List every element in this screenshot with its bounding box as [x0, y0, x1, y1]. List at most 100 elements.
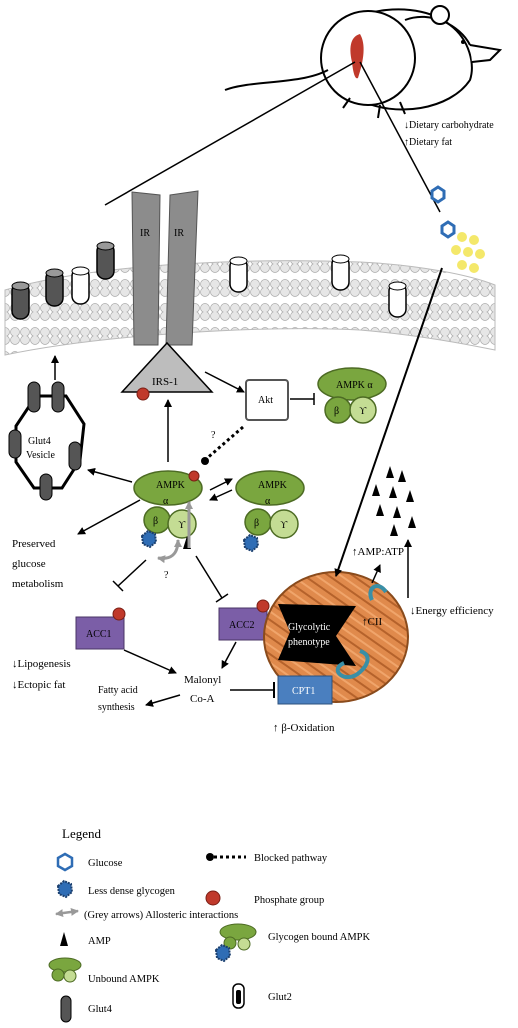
glut4-transporter	[45, 268, 64, 307]
blocked-pathway-icon	[206, 853, 214, 861]
phosphate-icon	[136, 387, 150, 401]
akt-label: Akt	[258, 395, 273, 406]
double-arrow-ampk	[209, 489, 233, 501]
irs1-label: IRS-1	[152, 376, 178, 388]
phosphate-icon	[188, 470, 200, 482]
glut4-icon	[60, 995, 72, 1023]
dietary-carbohydrate-label: ↓Dietary carbohydrate	[404, 120, 494, 131]
glucose-cluster	[451, 232, 485, 273]
arrow-mito-ampatp	[371, 564, 381, 584]
acc2: ACC2	[218, 599, 270, 641]
fatty-acid-line1: Fatty acid	[98, 685, 138, 696]
glut2-transporter	[71, 266, 90, 305]
blocked-pathway	[204, 425, 244, 462]
question-mark: ?	[211, 430, 216, 441]
allosteric-arrow	[157, 539, 182, 564]
legend-glycogen-bound: Glycogen bound AMPK	[268, 932, 371, 943]
arrow-glucose-mito	[334, 267, 443, 577]
ampk-center-gamma: ϒ	[178, 520, 186, 531]
amp-icon	[60, 932, 68, 946]
arrow-ampk-preserved	[77, 499, 141, 535]
lipogenesis-label: ↓Lipogenesis	[12, 658, 71, 670]
legend-glut2: Glut2	[268, 992, 292, 1003]
zoom-line-left	[104, 61, 356, 206]
glut4-transporter	[96, 241, 115, 280]
arrow-irs1-akt	[204, 371, 245, 393]
arrow-malonyl-fattyacid	[145, 694, 181, 707]
vesicle-label-line2: Vesicle	[26, 450, 55, 461]
glycolytic-line1: Glycolytic	[288, 622, 331, 633]
ampk-right-gamma: ϒ	[280, 520, 288, 531]
glycogen-icon	[56, 879, 74, 899]
legend-unbound: Unbound AMPK	[88, 974, 160, 985]
glucose-icon	[440, 220, 456, 239]
glycogen-icon	[140, 529, 158, 549]
amp-atp-label: ↑AMP:ATP	[352, 546, 404, 558]
legend-glucose: Glucose	[88, 858, 123, 869]
arrow-ampk-vesicle	[87, 467, 133, 483]
ir-label-right: IR	[174, 228, 184, 239]
unbound-ampk-icon	[48, 957, 82, 973]
cpt1: CPT1	[277, 675, 333, 705]
preserved-line1: Preserved	[12, 538, 56, 550]
glucose-icon	[56, 852, 74, 872]
dietary-fat-label: ↑Dietary fat	[404, 137, 452, 148]
glut4-transporter	[11, 281, 30, 320]
ampk-complex-top: AMPK α β ϒ	[317, 367, 387, 424]
ampk-center-alpha: α	[163, 496, 169, 507]
legend-glycogen: Less dense glycogen	[88, 886, 176, 897]
arrow-acc1-malonyl	[123, 649, 177, 674]
legend-amp: AMP	[88, 936, 111, 947]
legend-allosteric: (Grey arrows) Allosteric interactions	[84, 910, 238, 921]
insulin-receptor-left: IR	[131, 191, 161, 346]
malonyl-line2: Co-A	[190, 693, 215, 705]
legend-blocked: Blocked pathway	[254, 853, 328, 864]
ampk-complex-right: AMPK α β ϒ	[235, 470, 305, 539]
phosphate-icon	[112, 607, 126, 621]
cii-label: ↑CII	[362, 616, 383, 628]
glycogen-bound-ampk-icon	[219, 923, 257, 941]
glucose-icon	[430, 185, 446, 204]
glycogen-icon	[242, 533, 260, 553]
ampk-right-alpha: α	[265, 496, 271, 507]
energy-efficiency-label: ↓Energy efficiency	[410, 605, 494, 617]
acc2-label: ACC2	[229, 620, 255, 631]
fatty-acid-line2: synthesis	[98, 702, 135, 713]
beta-oxidation-label: ↑ β-Oxidation	[273, 722, 335, 734]
amp-cluster	[372, 466, 416, 536]
vesicle-label-line1: Glut4	[28, 436, 51, 447]
ampk-right-title: AMPK	[258, 480, 288, 491]
glut2-transporter	[229, 256, 248, 293]
glut2-transporter	[388, 281, 407, 318]
complex-ii-icon	[335, 649, 370, 680]
legend-title: Legend	[62, 826, 101, 841]
glycolytic-line2: phenotype	[288, 637, 330, 648]
arrow-acc2-malonyl	[221, 641, 237, 669]
liver-icon	[350, 34, 364, 79]
insulin-receptor-right: IR	[165, 190, 199, 346]
ampk-center-title: AMPK	[156, 480, 186, 491]
acc1: ACC1	[75, 607, 126, 650]
glut2-transporter	[331, 254, 350, 291]
malonyl-line1: Malonyl	[184, 674, 221, 686]
preserved-line2: glucose	[12, 558, 46, 570]
mouse	[224, 5, 503, 119]
ampk-top-beta: β	[334, 406, 339, 417]
ampk-top-gamma: ϒ	[359, 406, 367, 417]
ir-label-left: IR	[140, 228, 150, 239]
legend: Legend Glucose Less dense glycogen (Grey…	[48, 826, 371, 1023]
ampk-complex-center: AMPK α β ϒ	[133, 470, 203, 539]
allosteric-arrow-icon	[55, 907, 79, 918]
question-mark: ?	[164, 570, 169, 581]
ectopic-fat-label: ↓Ectopic fat	[12, 679, 65, 691]
inhibit-ampk-acc1	[117, 559, 147, 587]
ampk-top-title: AMPK α	[336, 380, 373, 391]
phosphate-icon	[205, 890, 221, 906]
legend-phosphate: Phosphate group	[254, 895, 324, 906]
irs1: IRS-1	[120, 341, 214, 401]
legend-glut4: Glut4	[88, 1004, 113, 1015]
preserved-line3: metabolism	[12, 578, 64, 590]
inhibit-ampk-acc2	[195, 555, 223, 599]
